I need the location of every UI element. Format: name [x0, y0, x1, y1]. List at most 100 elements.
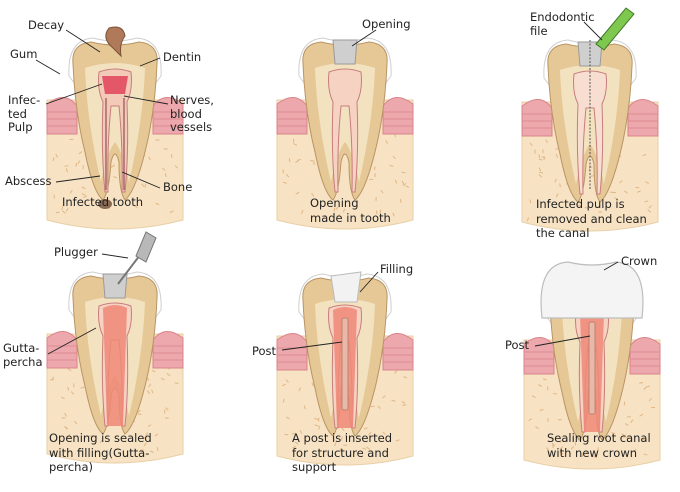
- label-plugger: Plugger: [54, 245, 98, 259]
- bone-speck: [529, 142, 533, 147]
- bone-speck: [67, 368, 72, 372]
- bone-speck: [154, 433, 159, 437]
- bone-speck: [366, 446, 370, 450]
- gum-right: [382, 333, 414, 371]
- bone-speck: [643, 386, 647, 390]
- bone-speck: [535, 426, 539, 430]
- panel-4-tooth: [46, 271, 184, 464]
- bone-speck: [368, 432, 372, 436]
- bone-speck: [301, 209, 304, 214]
- bone-speck: [399, 198, 402, 203]
- bone-speck: [145, 432, 149, 436]
- leader-line: [359, 271, 379, 293]
- bone-speck: [150, 450, 154, 453]
- bone-speck: [297, 158, 302, 161]
- bone-speck: [538, 384, 543, 387]
- bone-speck: [341, 427, 345, 431]
- label-endodontic-file: Endodontic file: [530, 10, 595, 38]
- bone-speck: [146, 377, 150, 381]
- bone-speck: [538, 154, 541, 159]
- bone-speck: [55, 153, 58, 158]
- bone-speck: [49, 378, 54, 381]
- bone-speck: [303, 405, 306, 410]
- bone-speck: [174, 382, 179, 384]
- gum-left: [46, 97, 78, 135]
- label-abscess: Abscess: [5, 174, 52, 188]
- caption-post-inserted: A post is inserted for structure and sup…: [292, 431, 393, 474]
- bone-speck: [64, 426, 68, 430]
- bone-speck: [630, 419, 634, 423]
- gum-right: [382, 97, 414, 135]
- bone-speck: [643, 453, 648, 456]
- bone-speck: [141, 183, 145, 187]
- gum-right: [152, 97, 184, 135]
- infection: [102, 76, 128, 94]
- gum-right: [152, 331, 184, 369]
- bone-speck: [169, 210, 174, 213]
- caption-opening-made: Opening made in tooth: [310, 196, 391, 225]
- bone-speck: [295, 441, 299, 445]
- bone-speck: [363, 427, 368, 430]
- bone-speck: [377, 405, 381, 409]
- bone-speck: [359, 437, 362, 442]
- bone-speck: [529, 199, 532, 204]
- bone-speck: [298, 387, 301, 392]
- bone-speck: [332, 436, 335, 441]
- leader-line: [139, 57, 161, 67]
- bone-speck: [143, 442, 147, 447]
- bone-speck: [333, 207, 336, 212]
- bone-speck: [78, 151, 83, 155]
- bone-speck: [69, 189, 73, 194]
- bone-speck: [60, 396, 65, 400]
- bone-speck: [81, 193, 86, 196]
- plugger-shaft: [117, 254, 141, 285]
- leader-line: [35, 59, 61, 75]
- bone-speck: [291, 432, 296, 435]
- bone-speck: [611, 432, 616, 435]
- panel-2-tooth: [276, 37, 414, 230]
- bone-speck: [334, 442, 337, 447]
- bone-speck: [67, 434, 71, 438]
- bone-speck: [576, 438, 581, 442]
- bone-speck: [539, 409, 544, 412]
- bone-speck: [285, 379, 289, 383]
- leader-line: [583, 21, 603, 41]
- bone-speck: [336, 214, 341, 217]
- label-crown: Crown: [621, 254, 658, 268]
- leader-line: [351, 29, 377, 47]
- bone-speck: [648, 397, 652, 402]
- bone-speck: [402, 183, 407, 186]
- bone-speck: [559, 451, 564, 455]
- bone-speck: [311, 193, 315, 197]
- bone-speck: [607, 215, 612, 219]
- bone-speck: [151, 370, 156, 373]
- bone-speck: [99, 439, 103, 444]
- abscess-blob: [98, 199, 112, 209]
- bone-speck: [382, 395, 386, 399]
- bone-speck: [52, 157, 55, 162]
- bone-speck: [285, 416, 290, 420]
- bone-speck: [624, 190, 628, 194]
- top-filling: [330, 271, 362, 303]
- bone-speck: [322, 215, 327, 219]
- bone-speck: [156, 447, 159, 452]
- bone-speck: [392, 212, 395, 217]
- label-gutta-percha: Gutta- percha: [3, 341, 43, 369]
- bone-speck: [282, 181, 287, 184]
- bone-speck: [391, 399, 396, 402]
- label-opening: Opening: [362, 17, 411, 31]
- label-filling: Filling: [380, 262, 414, 276]
- bone-speck: [639, 381, 644, 384]
- bone-speck: [293, 143, 297, 146]
- bone-speck: [576, 204, 581, 207]
- bone-speck: [80, 386, 85, 389]
- bone-speck: [144, 183, 147, 188]
- bone-speck: [147, 390, 151, 394]
- caption-new-crown: Sealing root canal with new crown: [547, 431, 651, 460]
- bone-speck: [538, 158, 543, 161]
- bone-speck: [644, 200, 649, 203]
- bone-speck: [61, 206, 64, 211]
- bone-speck: [160, 377, 165, 381]
